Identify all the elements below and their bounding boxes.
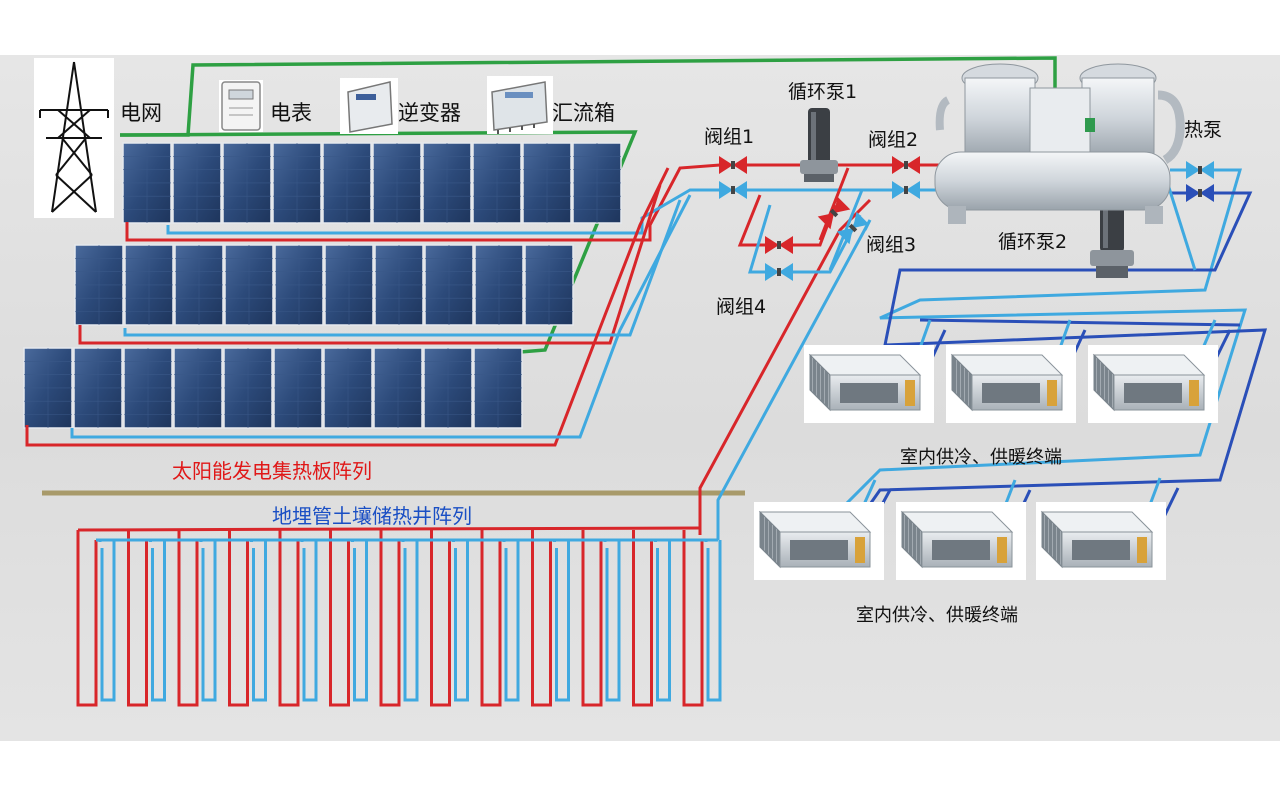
borehole [329, 530, 368, 707]
system-diagram: 电网 电表 逆变器 汇流箱 循环泵1 循环泵2 阀组1 阀组2 阀组3 阀组4 … [0, 55, 1280, 741]
valve2-label: 阀组2 [868, 129, 919, 151]
solar-panel [572, 142, 622, 224]
solar-panel [23, 347, 73, 429]
borehole [228, 530, 267, 707]
solar-panel [324, 244, 374, 326]
borehole [177, 530, 217, 707]
borehole [632, 530, 671, 707]
valve-group-1[interactable] [719, 156, 747, 199]
solar-panel [73, 347, 123, 429]
heat-pump-label: 热泵 [1184, 119, 1223, 141]
valve4-label: 阀组4 [716, 296, 767, 318]
borehole [278, 530, 318, 707]
solar-panel [222, 142, 272, 224]
solar-panel [124, 244, 174, 326]
solar-panel [224, 244, 274, 326]
valve-icon[interactable] [719, 181, 747, 199]
solar-panel [422, 142, 472, 224]
combiner-box-icon [487, 76, 553, 134]
borehole [430, 530, 469, 707]
borehole [379, 530, 419, 707]
inverter-icon [340, 78, 398, 134]
valve-icon[interactable] [892, 181, 920, 199]
valve1-label: 阀组1 [704, 126, 755, 148]
solar-panel [272, 142, 322, 224]
valve-group-2[interactable] [892, 156, 920, 199]
terminal-units [754, 345, 1218, 580]
valve-icon[interactable] [892, 156, 920, 174]
solar-panel [473, 347, 523, 429]
meter-icon [219, 80, 263, 132]
power-tower-icon [34, 58, 114, 218]
meter-label: 电表 [270, 101, 312, 125]
solar-panel [522, 142, 572, 224]
solar-panel [273, 347, 323, 429]
solar-panel [373, 347, 423, 429]
borehole [76, 530, 116, 707]
diagram-canvas [23, 56, 1268, 707]
heat-pump-icon [934, 63, 1185, 224]
solar-panel [122, 142, 172, 224]
solar-panel [223, 347, 273, 429]
solar-panel [174, 244, 224, 326]
valve-icon[interactable] [765, 236, 793, 254]
solar-panel [472, 142, 522, 224]
solar-panel [323, 347, 373, 429]
fan-coil-unit-icon [754, 502, 884, 580]
pump2-label: 循环泵2 [998, 231, 1068, 253]
ground-boreholes [76, 526, 722, 707]
circulation-pump-1-icon [800, 108, 838, 182]
heat-pump-valves[interactable] [1186, 161, 1214, 202]
solar-panel [524, 244, 574, 326]
solar-loop-pipes [25, 163, 721, 447]
fan-coil-unit-icon [1036, 502, 1166, 580]
circulation-pump-2-icon [1090, 198, 1134, 278]
solar-panel-row [23, 347, 523, 429]
solar-panel [322, 142, 372, 224]
valve-group-3[interactable] [817, 196, 870, 245]
valve-group-4[interactable] [765, 236, 793, 281]
combiner-label: 汇流箱 [552, 101, 615, 125]
valve-icon[interactable] [817, 196, 851, 230]
pump1-label: 循环泵1 [788, 81, 858, 103]
ground-array-label: 地埋管土壤储热井阵列 [272, 504, 472, 528]
solar-panel [274, 244, 324, 326]
borehole [581, 530, 621, 707]
solar-panel [74, 244, 124, 326]
valve-icon[interactable] [1186, 161, 1214, 179]
solar-array [23, 142, 622, 429]
solar-array-label: 太阳能发电集热板阵列 [172, 459, 372, 483]
solar-panel-row [122, 142, 622, 224]
borehole [480, 530, 520, 707]
valve3-label: 阀组3 [866, 234, 917, 256]
valve-icon[interactable] [765, 263, 793, 281]
solar-panel-row [74, 244, 574, 326]
fan-coil-unit-icon [1088, 345, 1218, 423]
fan-coil-unit-icon [804, 345, 934, 423]
solar-panel [372, 142, 422, 224]
fan-coil-unit-icon [896, 502, 1026, 580]
solar-panel [374, 244, 424, 326]
solar-panel [474, 244, 524, 326]
terminals-top-label: 室内供冷、供暖终端 [900, 447, 1062, 468]
grid-label: 电网 [120, 101, 162, 125]
solar-panel [423, 347, 473, 429]
solar-panel [424, 244, 474, 326]
borehole [127, 530, 166, 707]
inverter-label: 逆变器 [398, 101, 461, 125]
solar-panel [123, 347, 173, 429]
valve-icon[interactable] [719, 156, 747, 174]
terminals-bottom-label: 室内供冷、供暖终端 [856, 605, 1018, 626]
fan-coil-unit-icon [946, 345, 1076, 423]
borehole [682, 530, 722, 707]
solar-panel [173, 347, 223, 429]
solar-panel [172, 142, 222, 224]
valve-icon[interactable] [1186, 184, 1214, 202]
borehole [531, 530, 570, 707]
valve-icon[interactable] [836, 211, 870, 245]
